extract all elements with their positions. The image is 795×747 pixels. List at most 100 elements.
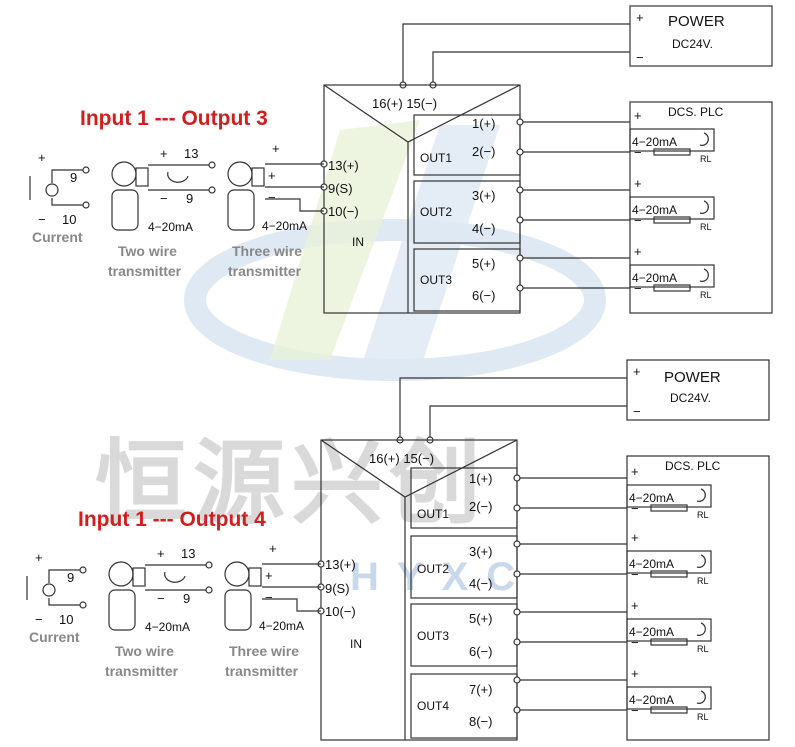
out3-label: OUT3: [420, 273, 452, 287]
terminal-neg: [516, 216, 524, 224]
terminal-pos: [513, 608, 521, 616]
wire-10: [262, 598, 321, 612]
terminal-pos: [516, 254, 524, 262]
terminal-6-label: 6(−): [469, 644, 492, 659]
terminal-pos: [513, 474, 521, 482]
in-label: IN: [352, 235, 364, 249]
signal-label: 4−20mA: [629, 693, 674, 707]
current-terminal-10: 10: [59, 612, 73, 627]
three-wire-signal-plus: +: [268, 168, 276, 183]
loop-arrow: [696, 554, 706, 568]
two-wire-terminal-top: [208, 161, 216, 169]
power-title: POWER: [664, 369, 721, 386]
current-wire-top: [51, 169, 84, 183]
two-wire-transmitter-head: [111, 161, 137, 187]
signal-label: 4−20mA: [629, 491, 674, 505]
loop-arrow: [699, 200, 709, 214]
dcs-plc-box: [626, 455, 770, 741]
terminal-neg: [513, 570, 521, 578]
power-terminals: 16(+) 15(−): [372, 96, 437, 111]
load-box: [626, 618, 712, 642]
out4-label: OUT4: [417, 699, 449, 713]
load-label: RL: [697, 712, 709, 722]
transmitter-terminal-box: [248, 567, 262, 587]
loop-arrow: [699, 132, 709, 146]
load-label: RL: [697, 576, 709, 586]
terminal-neg: [513, 638, 521, 646]
loop-arrow: [696, 488, 706, 502]
three-wire-minus: −: [268, 190, 276, 205]
terminal-5-label: 5(+): [469, 611, 492, 626]
plus-sign: +: [631, 666, 639, 681]
two-wire-minus: −: [160, 191, 168, 206]
two-wire-terminal-13: 13: [184, 146, 198, 161]
signal-label: 4−20mA: [632, 135, 677, 149]
current-minus: −: [35, 612, 43, 627]
power-plus-sign: +: [633, 364, 641, 379]
current-label: Current: [32, 229, 83, 245]
signal-label: 4−20mA: [629, 625, 674, 639]
terminal-3-label: 3(+): [472, 188, 495, 203]
resistor: [653, 148, 691, 156]
terminal-13-label: 13(+): [328, 158, 359, 173]
terminal-4-label: 4(−): [472, 221, 495, 236]
terminal-pos: [513, 540, 521, 548]
output-channel-4: + −4−20mA RL: [513, 666, 712, 722]
load-box: [626, 484, 712, 508]
load-box: [629, 128, 715, 152]
two-wire-signal: 4−20mA: [145, 620, 190, 634]
current-terminal-9: 9: [67, 570, 74, 585]
out1-label: OUT1: [417, 507, 449, 521]
section-1-title: Input 1 --- Output 3: [80, 107, 268, 130]
out2-label: OUT2: [420, 205, 452, 219]
plus-sign: +: [631, 598, 639, 613]
load-label: RL: [700, 154, 712, 164]
resistor: [650, 638, 688, 646]
out3-label: OUT3: [417, 629, 449, 643]
two-wire-plus: +: [160, 146, 168, 161]
terminal-10-label: 10(−): [328, 204, 359, 219]
two-wire-terminal-9: 9: [186, 191, 193, 206]
section-1-channels: +−4−20mARL+−4−20mARL+−4−20mARL+9−10Curre…: [29, 108, 715, 300]
minus-sign: −: [634, 213, 642, 228]
two-wire-minus: −: [157, 591, 165, 606]
load-box: [626, 550, 712, 574]
power-plus-sign: +: [636, 10, 644, 25]
plus-sign: +: [631, 464, 639, 479]
loop-arrow: [696, 690, 706, 704]
load-label: RL: [697, 644, 709, 654]
current-terminal-top: [79, 566, 87, 574]
transmitter-terminal-box: [132, 567, 146, 587]
current-terminal-bottom: [82, 201, 90, 209]
three-wire-transmitter-head: [227, 161, 253, 187]
current-terminal-top: [82, 166, 90, 174]
three-wire-signal-plus: +: [265, 568, 273, 583]
loop-arrow: [696, 622, 706, 636]
current-wire-top: [48, 569, 81, 583]
resistor: [650, 706, 688, 714]
current-source-symbol: [42, 583, 56, 597]
two-wire-terminal-top: [205, 561, 213, 569]
out2-label: OUT2: [417, 562, 449, 576]
resistor: [650, 504, 688, 512]
minus-sign: −: [631, 703, 639, 718]
watermark: 恒源兴创 HYXC: [95, 120, 606, 599]
resistor: [653, 284, 691, 292]
two-wire-loop-arrow: [164, 571, 186, 583]
two-wire-transmitter-body: [108, 589, 136, 631]
three-wire-plus: +: [272, 141, 280, 156]
load-box: [629, 196, 715, 220]
three-wire-transmitter-head: [224, 561, 250, 587]
current-terminal-9: 9: [70, 170, 77, 185]
current-wire-bottom: [48, 598, 81, 606]
plus-sign: +: [634, 244, 642, 259]
watermark-latin: HYXC: [350, 555, 533, 599]
terminal-2-label: 2(−): [472, 144, 495, 159]
two-wire-label-2: transmitter: [108, 263, 182, 279]
section-1: Input 1 --- Output 3 + − POWER DC24V. 16…: [80, 5, 773, 314]
three-wire-label-2: transmitter: [228, 263, 302, 279]
three-wire-transmitter-body: [224, 589, 252, 631]
